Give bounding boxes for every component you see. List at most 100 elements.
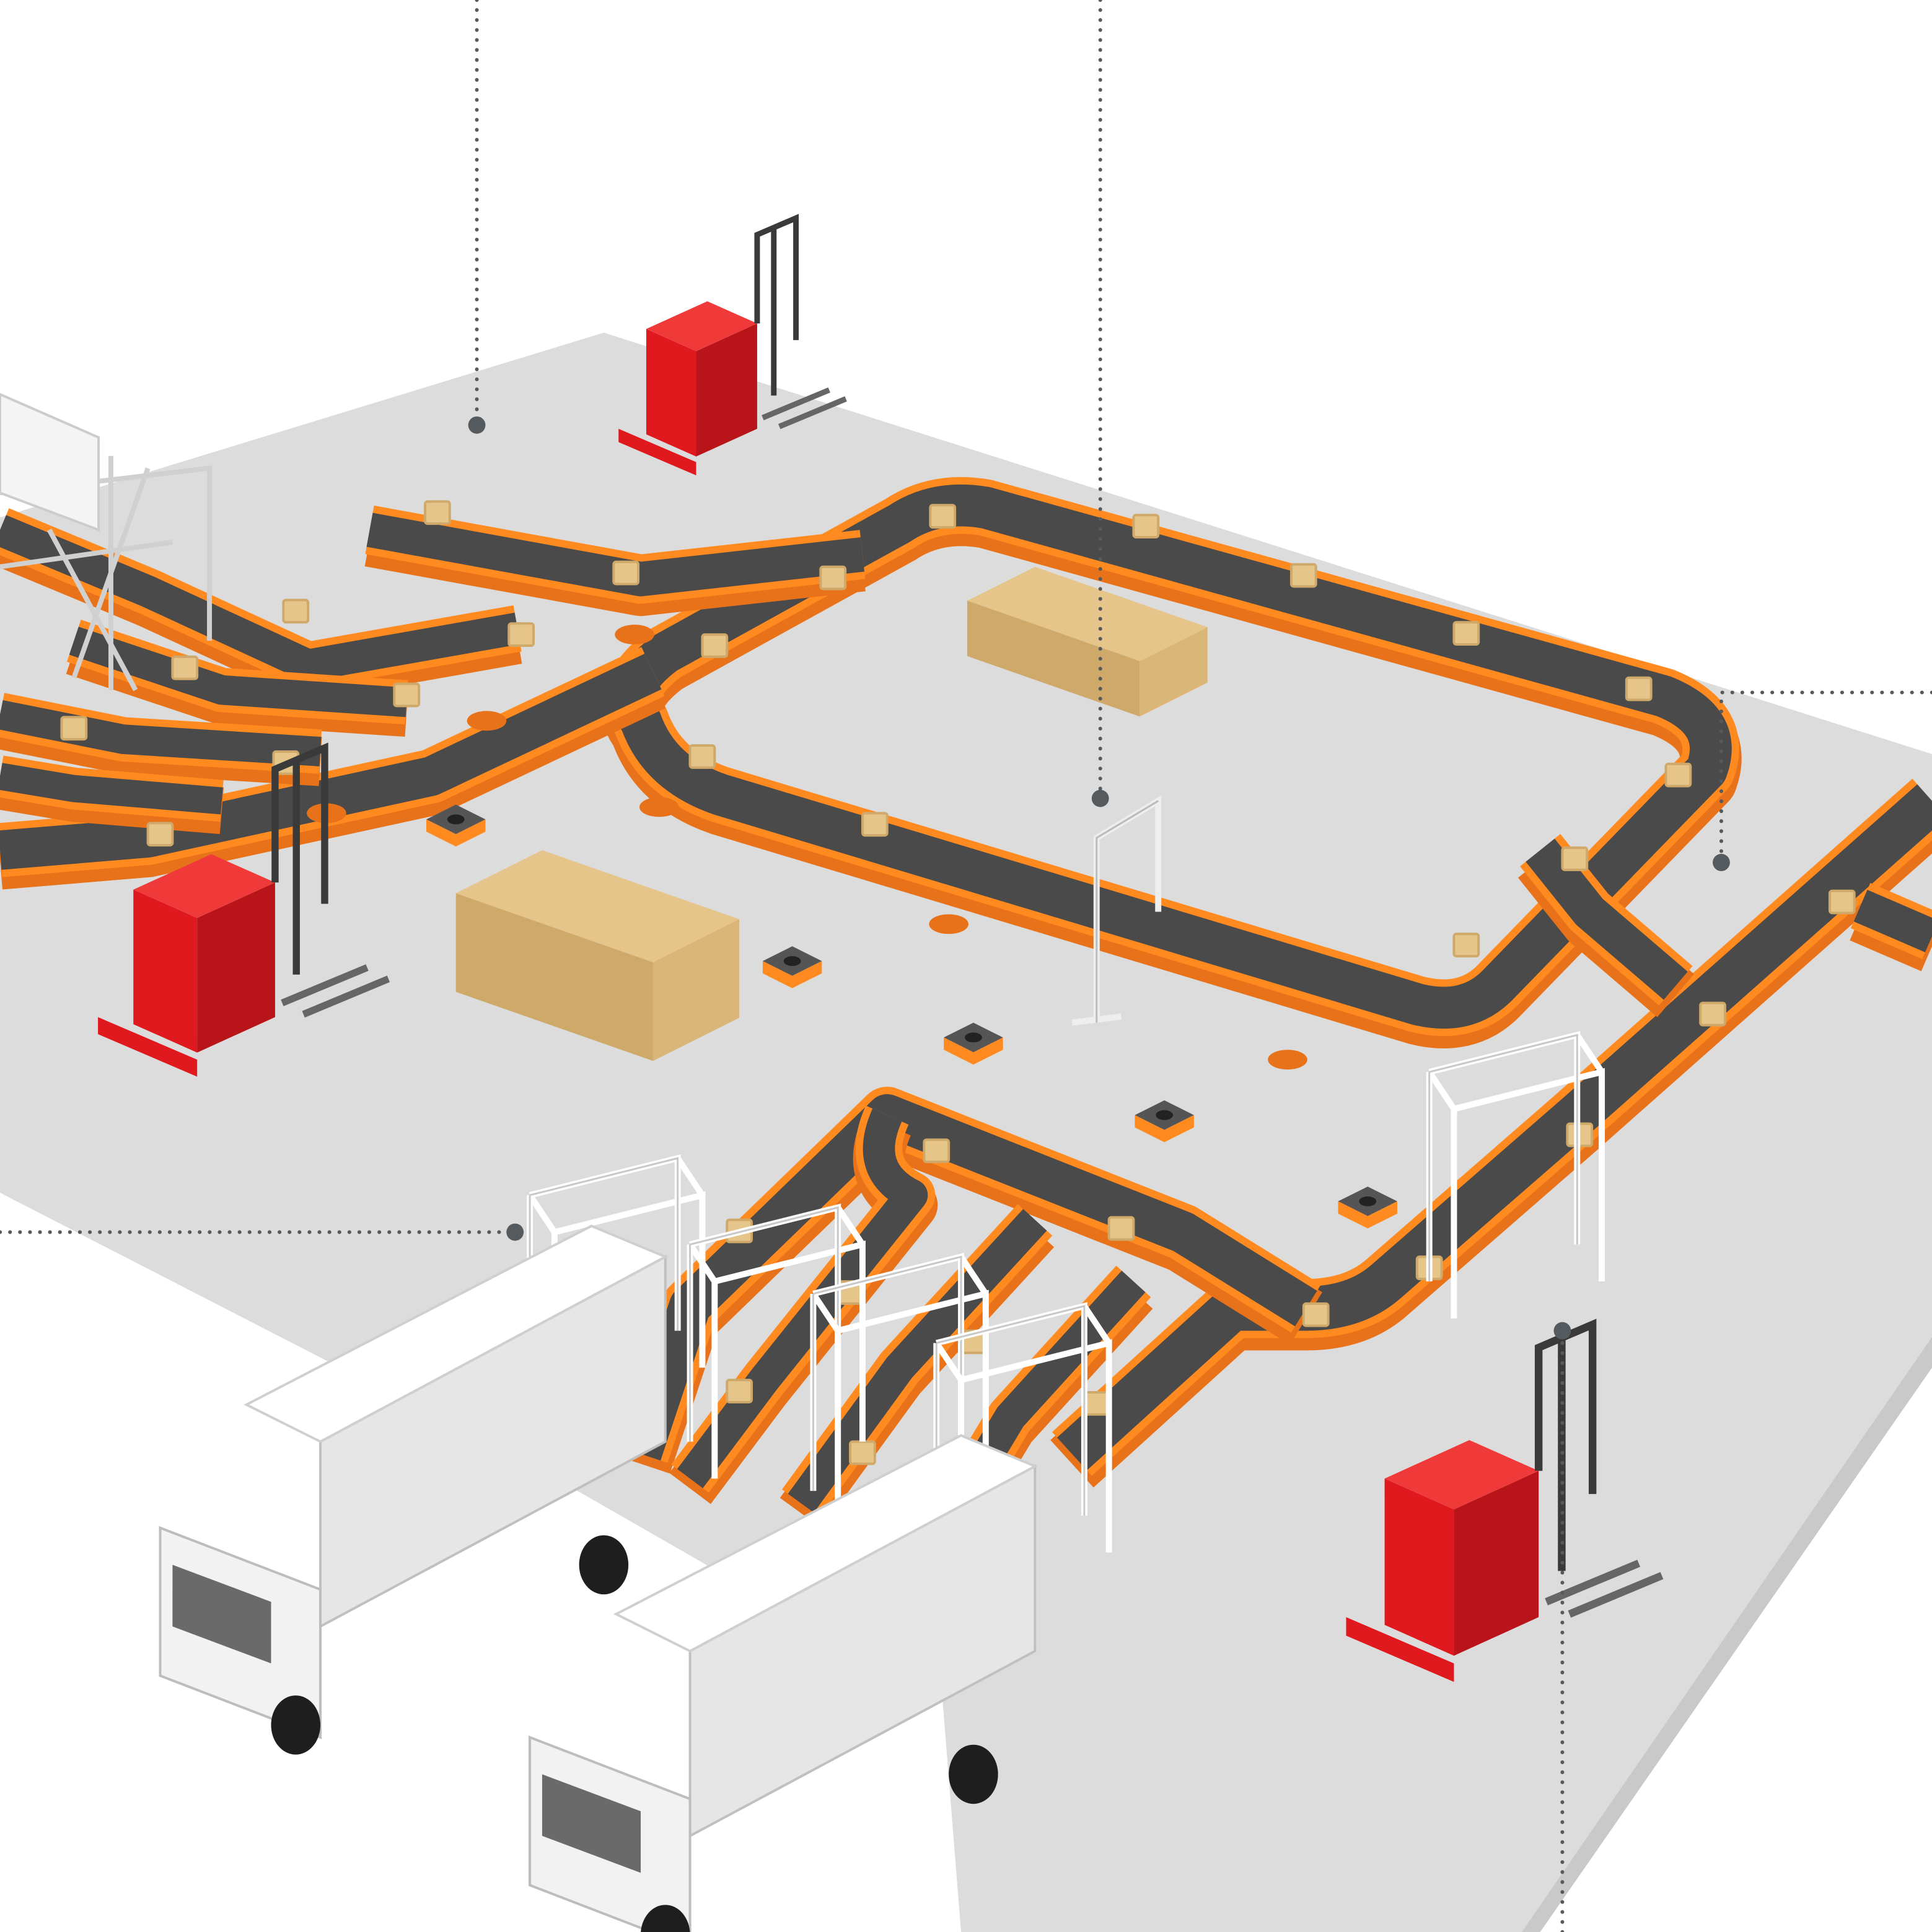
conveyor-inbound-upper-belt xyxy=(366,512,865,597)
conveyor-loop-connector-belt xyxy=(1526,838,1688,1000)
parcel xyxy=(1082,1391,1110,1416)
agv-body xyxy=(944,1037,1003,1065)
conveyor-support-pillar xyxy=(467,711,507,731)
truck-left-windshield xyxy=(172,1565,271,1664)
conveyor-inbound-main-belt xyxy=(0,653,662,870)
forklift-left-body-front xyxy=(133,889,198,1053)
parcel xyxy=(819,565,847,591)
parcel xyxy=(424,500,451,525)
parcel xyxy=(1664,762,1692,788)
parcel xyxy=(688,744,716,769)
callout-dot-icon xyxy=(1553,1322,1571,1340)
parcels-on-belts xyxy=(60,500,1856,1521)
truck-right-windshield xyxy=(542,1774,641,1873)
conveyor-support-pillar xyxy=(1268,1050,1307,1070)
parcel xyxy=(1132,514,1160,538)
parcel xyxy=(929,504,957,529)
truck-left-front-wheel xyxy=(271,1695,321,1755)
forklift-top-base xyxy=(618,429,696,476)
conveyor-unload-2-belt xyxy=(69,626,408,718)
forklift-bottom-right-forks xyxy=(1545,1560,1664,1618)
forklift-bottom-right-body-top xyxy=(1384,1440,1539,1509)
conveyor-right-spur-belt xyxy=(1853,889,1932,952)
conveyor-support-pillar xyxy=(929,914,968,934)
forklift-top-body-side xyxy=(696,323,757,457)
forklift-left-body-side xyxy=(197,882,275,1053)
parcel xyxy=(861,812,889,837)
conveyor-sorter-chute-2-belt xyxy=(788,1209,1047,1513)
agv-lift-icon xyxy=(783,956,801,966)
unloading-scaffold xyxy=(0,455,213,692)
conveyor-unload-1-belt xyxy=(0,515,520,682)
truck-right-cargo-box-top xyxy=(613,1434,1038,1653)
trailer-top-left xyxy=(0,393,100,532)
parcel xyxy=(393,682,421,708)
parcel xyxy=(1625,676,1653,701)
callout-leader-line-3 xyxy=(1719,690,1932,864)
truck-left-rear-wheel xyxy=(579,1535,629,1595)
parcel xyxy=(612,560,640,586)
agv-body xyxy=(762,961,822,988)
conveyor-unload-4-belt xyxy=(0,763,223,815)
conveyor-network xyxy=(0,476,1932,1564)
pallet-stack-center-top xyxy=(967,566,1208,661)
autonomous-forklifts xyxy=(98,214,1664,1682)
parcel xyxy=(1302,1302,1330,1327)
parcel xyxy=(726,1379,753,1403)
camera-pole-outline xyxy=(1096,800,1159,1023)
forklift-top-mast xyxy=(754,214,799,396)
truck-right-front-wheel xyxy=(641,1905,690,1932)
callout-dot-icon xyxy=(468,416,486,434)
parcel xyxy=(60,716,88,741)
scanner-frames xyxy=(0,393,1605,1590)
callout-dot-icon xyxy=(506,1223,524,1241)
delivery-trucks xyxy=(159,1224,1038,1932)
parcel xyxy=(849,1440,876,1465)
pallet-stack-center-front xyxy=(967,600,1140,717)
parcel xyxy=(507,622,535,647)
parcel xyxy=(701,633,729,658)
conveyor-sorter-chute-1-belt xyxy=(677,1109,928,1488)
forklift-left-base xyxy=(98,1017,198,1077)
parcel xyxy=(146,822,174,847)
agv-lift-icon xyxy=(1156,1110,1174,1120)
callout-dot-icon xyxy=(1713,854,1730,871)
conveyor-loop-belt xyxy=(612,484,1732,1029)
parcel xyxy=(1699,1001,1726,1027)
truck-right-rear-wheel xyxy=(949,1744,998,1804)
forklift-left-body-top xyxy=(133,854,275,918)
agv-lift-icon xyxy=(1359,1196,1377,1206)
forklift-top-forks xyxy=(762,387,847,429)
forklift-bottom-right-body-front xyxy=(1384,1478,1454,1656)
truck-left-cargo-box-top xyxy=(244,1224,669,1443)
agv-lift-icon xyxy=(447,814,465,825)
conveyor-unload-3-belt xyxy=(0,700,322,766)
parcel xyxy=(1452,621,1480,646)
callout-dot-icon xyxy=(1091,789,1109,807)
agv-body xyxy=(1135,1115,1194,1143)
pallet-stack-left-side xyxy=(652,919,740,1061)
parcel xyxy=(923,1138,951,1164)
parcel xyxy=(1107,1216,1135,1241)
parcel xyxy=(171,655,199,680)
parcel-pallets xyxy=(455,566,1208,1061)
agv-body xyxy=(1338,1201,1397,1229)
forklift-top-body-top xyxy=(646,301,757,351)
pallet-stack-left-front xyxy=(455,893,653,1061)
parcel xyxy=(1828,889,1856,915)
forklift-left-mast xyxy=(271,742,328,975)
conveyor-support-pillar xyxy=(639,797,679,817)
parcel xyxy=(1289,563,1317,588)
forklift-bottom-right-body-side xyxy=(1454,1470,1539,1656)
forklift-left-forks xyxy=(281,964,390,1018)
forklift-bottom-right-base xyxy=(1346,1617,1454,1682)
pallet-stack-left-top xyxy=(455,850,740,963)
floor-edge xyxy=(1521,1337,1932,1932)
agv-body xyxy=(426,819,486,847)
agv-lift-icon xyxy=(965,1032,982,1043)
parcel xyxy=(282,599,310,624)
forklift-top-body-front xyxy=(646,328,696,457)
parcel xyxy=(1452,933,1480,958)
